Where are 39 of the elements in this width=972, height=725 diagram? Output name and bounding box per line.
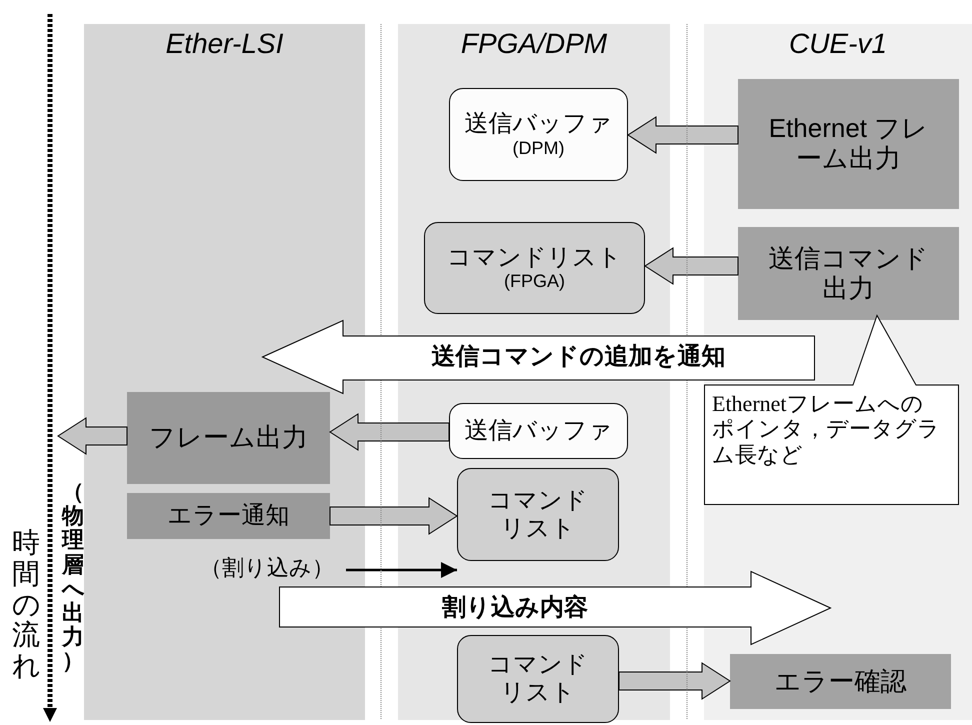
block-arrow xyxy=(627,116,738,154)
box-label: 送信コマンド出力 xyxy=(768,244,930,304)
axis-label: 時間の流れ xyxy=(12,528,40,682)
box-sublabel: (FPGA) xyxy=(504,271,565,292)
rounded-box xyxy=(457,468,619,561)
callout-text: Ethernetフレームへのポインタ，データグラム長など xyxy=(712,391,941,467)
block-arrow xyxy=(644,247,738,285)
process-box xyxy=(127,392,330,484)
vertical-note: （物理層へ出力） xyxy=(62,480,84,674)
process-box xyxy=(738,79,959,209)
lane-title: CUE-v1 xyxy=(788,28,888,60)
box-label: Ethernet フレーム出力 xyxy=(768,114,930,174)
swimlane xyxy=(84,24,365,720)
process-box xyxy=(738,227,959,320)
rounded-box xyxy=(424,222,645,314)
block-arrow xyxy=(330,497,458,535)
note-text: （割り込み） xyxy=(200,555,334,581)
box-label: エラー確認 xyxy=(774,666,906,696)
box-label: コマンドリスト xyxy=(487,486,589,542)
box-label: エラー通知 xyxy=(168,502,290,530)
rounded-box xyxy=(449,88,628,181)
box-sublabel: (DPM) xyxy=(512,138,564,159)
rounded-box xyxy=(457,635,619,723)
block-arrow xyxy=(329,413,450,451)
lane-title: FPGA/DPM xyxy=(460,28,608,60)
box-label: 送信バッファ xyxy=(464,110,612,138)
block-arrow xyxy=(57,417,128,455)
box-label: 送信バッファ xyxy=(464,417,612,445)
box-label: コマンドリスト xyxy=(487,651,589,707)
lane-title: Ether-LSI xyxy=(164,28,284,60)
block-arrow xyxy=(618,662,731,700)
process-box xyxy=(127,493,330,539)
arrow-label: 割り込み内容 xyxy=(442,594,588,622)
process-box xyxy=(730,654,951,709)
box-label: フレーム出力 xyxy=(149,423,308,453)
rounded-box xyxy=(449,403,628,459)
arrow-label: 送信コマンドの追加を通知 xyxy=(432,343,726,371)
arrow xyxy=(346,562,457,578)
box-label: コマンドリスト xyxy=(447,244,622,272)
